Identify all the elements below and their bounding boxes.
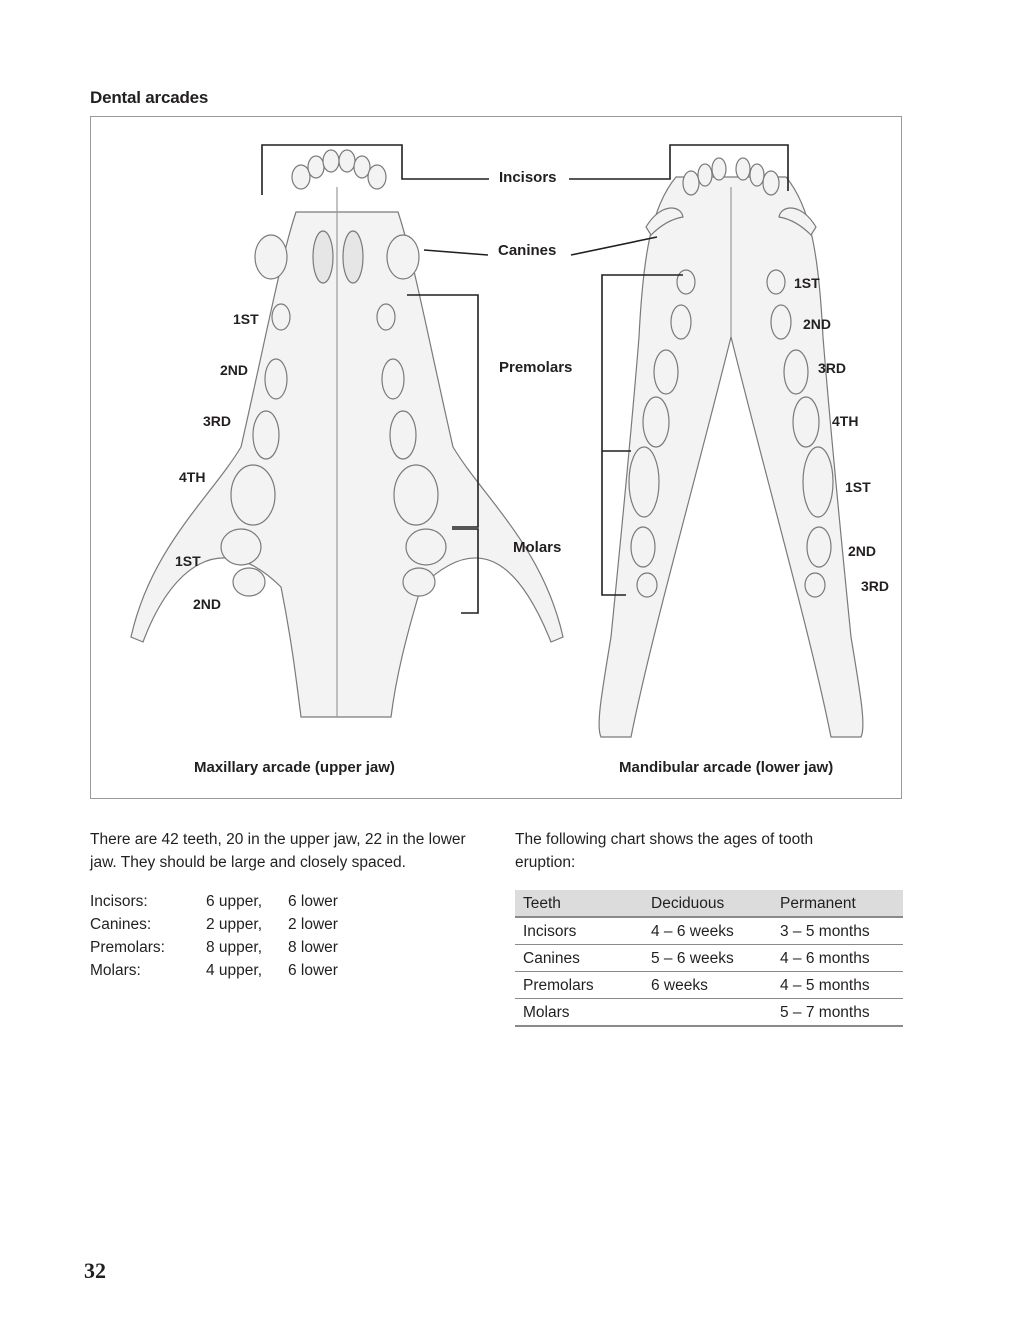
table-cell: Incisors [515,917,643,945]
teeth-count-paragraph: There are 42 teeth, 20 in the upper jaw,… [90,828,490,874]
table-row: Canines 5 – 6 weeks 4 – 6 months [515,945,903,972]
count-upper: 4 upper, [206,959,288,982]
mandibular-jaw-drawing [599,158,863,737]
count-lower: 8 lower [288,936,388,959]
upper-premolar-ordinal: 4TH [179,469,205,485]
table-row: Premolars 6 weeks 4 – 5 months [515,972,903,999]
table-cell: 3 – 5 months [772,917,903,945]
upper-premolar-ordinal: 3RD [203,413,231,429]
count-lower: 6 lower [288,890,388,913]
page-number: 32 [84,1258,106,1284]
table-cell: 5 – 7 months [772,999,903,1027]
count-upper: 8 upper, [206,936,288,959]
count-upper: 2 upper, [206,913,288,936]
column-header: Permanent [772,890,903,917]
column-header: Deciduous [643,890,772,917]
label-molars: Molars [513,539,561,556]
count-row: Canines: 2 upper, 2 lower [90,913,450,936]
table-cell: Canines [515,945,643,972]
table-header-row: Teeth Deciduous Permanent [515,890,903,917]
table-cell: 4 – 6 weeks [643,917,772,945]
lower-molar-ordinal: 2ND [848,543,876,559]
count-name: Incisors: [90,890,206,913]
table-cell: 5 – 6 weeks [643,945,772,972]
lower-premolar-ordinal: 2ND [803,316,831,332]
table-cell: Molars [515,999,643,1027]
caption-mandibular: Mandibular arcade (lower jaw) [619,759,833,776]
count-lower: 2 lower [288,913,388,936]
count-name: Premolars: [90,936,206,959]
label-premolars: Premolars [499,359,572,376]
count-upper: 6 upper, [206,890,288,913]
section-heading: Dental arcades [90,88,208,108]
eruption-table: Teeth Deciduous Permanent Incisors 4 – 6… [515,890,903,1027]
column-header: Teeth [515,890,643,917]
upper-premolar-ordinal: 2ND [220,362,248,378]
table-row: Incisors 4 – 6 weeks 3 – 5 months [515,917,903,945]
upper-premolar-ordinal: 1ST [233,311,259,327]
count-name: Molars: [90,959,206,982]
dental-arcades-figure: Incisors Canines Premolars Molars 1ST 2N… [90,116,902,799]
lower-molar-ordinal: 3RD [861,578,889,594]
count-lower: 6 lower [288,959,388,982]
teeth-count-list: Incisors: 6 upper, 6 lower Canines: 2 up… [90,890,450,982]
label-canines: Canines [498,242,556,259]
count-row: Incisors: 6 upper, 6 lower [90,890,450,913]
count-row: Premolars: 8 upper, 8 lower [90,936,450,959]
upper-molar-ordinal: 2ND [193,596,221,612]
dental-illustration: Incisors Canines Premolars Molars 1ST 2N… [91,117,903,800]
maxillary-skull-drawing [131,150,563,717]
caption-maxillary: Maxillary arcade (upper jaw) [194,759,395,776]
table-cell: 6 weeks [643,972,772,999]
table-cell: 4 – 5 months [772,972,903,999]
table-cell [643,999,772,1027]
table-cell: Premolars [515,972,643,999]
label-incisors: Incisors [499,169,557,186]
count-name: Canines: [90,913,206,936]
table-cell: 4 – 6 months [772,945,903,972]
table-row: Molars 5 – 7 months [515,999,903,1027]
lower-molar-ordinal: 1ST [845,479,871,495]
upper-molar-ordinal: 1ST [175,553,201,569]
eruption-intro: The following chart shows the ages of to… [515,828,815,874]
lower-premolar-ordinal: 3RD [818,360,846,376]
count-row: Molars: 4 upper, 6 lower [90,959,450,982]
lower-premolar-ordinal: 4TH [832,413,858,429]
lower-premolar-ordinal: 1ST [794,275,820,291]
